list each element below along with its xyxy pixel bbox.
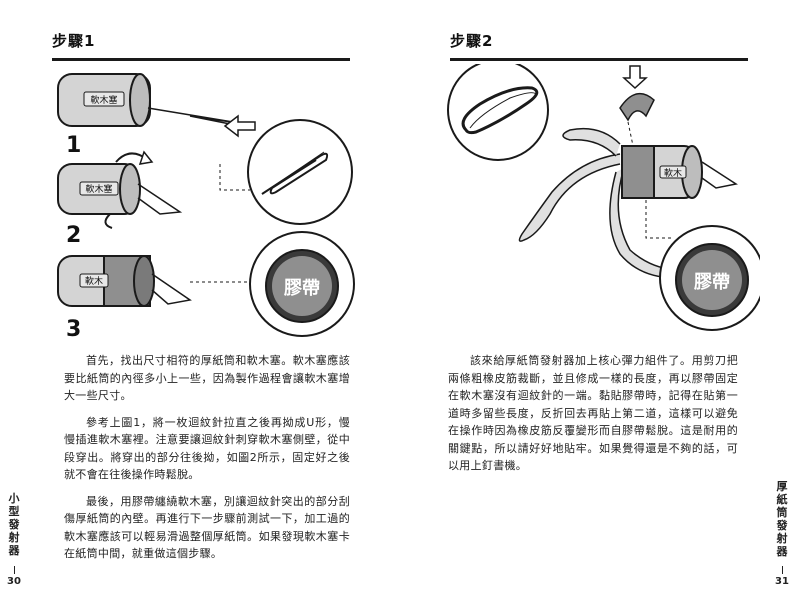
paragraph-3: 最後，用膠帶纏繞軟木塞，別讓迴紋針突出的部分刮傷厚紙筒的內壁。再進行下一步驟前測… (64, 494, 350, 561)
rubber-band-zoom (447, 64, 549, 161)
paperclip-wire (147, 107, 251, 129)
leader-line-4 (645, 200, 672, 239)
paperclip-zoom (247, 119, 353, 225)
left-page: 步驟1 軟木塞 1 (4, 32, 360, 587)
step3-cork: 軟木 (57, 255, 192, 307)
step2-diagram: 軟木 膠帶 (447, 64, 760, 331)
cork-label: 軟木塞 (90, 94, 117, 106)
rotate-arrow-icon (104, 150, 154, 229)
step2-body: 該來給厚紙筒發射器加上核心彈力組件了。用剪刀把兩條粗橡皮筋裁斷，並且修成一樣的長… (448, 352, 738, 484)
step1-heading: 步驟1 (52, 32, 96, 50)
step-number-1: 1 (66, 133, 81, 158)
page-number-31: 31 (775, 576, 789, 587)
tape-zoom: 膠帶 (249, 231, 355, 337)
cork-label-right: 軟木 (664, 167, 682, 179)
arrow-down-icon (622, 65, 648, 90)
step2-heading: 步驟2 (450, 32, 494, 50)
cork-label-short: 軟木 (85, 275, 103, 287)
heading-rule-2 (450, 58, 748, 61)
step2-cork: 軟木塞 (57, 163, 183, 215)
right-running-title: 厚紙筒發射器 (776, 480, 788, 558)
step1-cork: 軟木塞 (57, 73, 151, 127)
arrow-left-icon (223, 114, 256, 138)
tape-label-right: 膠帶 (694, 272, 730, 293)
tape-zoom-right: 膠帶 (659, 225, 760, 331)
right-page: 步驟2 (400, 0, 800, 600)
step1-illustration: 軟木塞 1 (40, 64, 360, 346)
tape-label: 膠帶 (284, 278, 320, 299)
leader-line-1 (219, 164, 250, 191)
step1-diagram: 軟木塞 1 (57, 73, 355, 342)
step-number-2: 2 (66, 223, 81, 248)
right-page-number: 31 (772, 566, 792, 587)
step2-illustration: 軟木 膠帶 (440, 64, 760, 346)
launcher-cork: 軟木 (621, 145, 738, 199)
heading-rule (52, 58, 350, 61)
page-number-dash-right (781, 566, 783, 574)
left-running-title: 小型發射器 (8, 492, 20, 557)
paragraph-1: 首先，找出尺寸相符的厚紙筒和軟木塞。軟木塞應該要比紙筒的內徑多小上一些，因為製作… (64, 354, 350, 402)
page-number-dash (13, 566, 15, 574)
page-number-30: 30 (7, 576, 21, 587)
folding-tape (619, 92, 655, 122)
step1-body: 首先，找出尺寸相符的厚紙筒和軟木塞。軟木塞應該要比紙筒的內徑多小上一些，因為製作… (64, 352, 350, 572)
paragraph-2: 參考上圖1，將一枚迴紋針拉直之後再拗成U形，慢慢插進軟木塞裡。注意要讓迴紋針刺穿… (64, 415, 350, 482)
paragraph-step2: 該來給厚紙筒發射器加上核心彈力組件了。用剪刀把兩條粗橡皮筋裁斷，並且修成一樣的長… (448, 354, 738, 472)
step-number-3: 3 (66, 317, 81, 342)
left-page-number: 30 (4, 566, 24, 587)
cork-label-2: 軟木塞 (85, 183, 112, 195)
